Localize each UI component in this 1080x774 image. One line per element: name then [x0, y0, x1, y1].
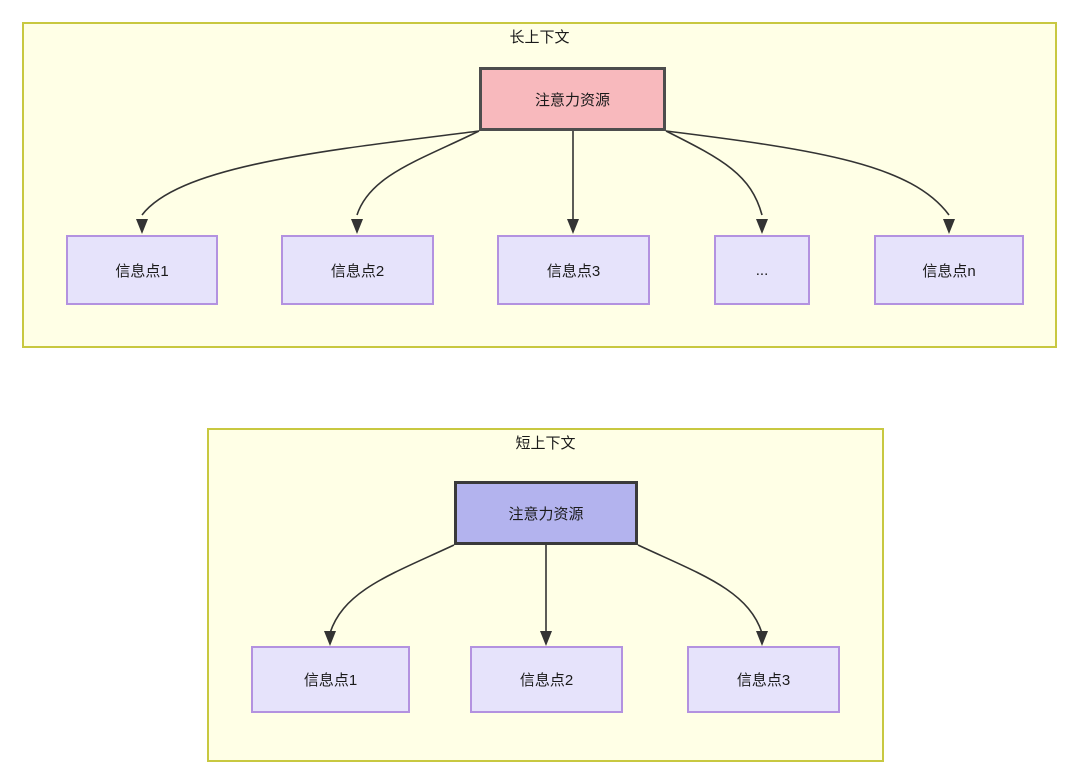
long-context-info-label-2: 信息点2 — [330, 262, 385, 280]
short-context-attention-label: 注意力资源 — [508, 505, 584, 523]
short-context-info-label-1: 信息点1 — [303, 672, 358, 689]
long-context-info-node-3[interactable]: 信息点3 — [497, 235, 650, 305]
long-context-info-label-ellipsis: ... — [755, 261, 769, 279]
long-context-title: 长上下文 — [509, 29, 570, 46]
long-context-info-node-2[interactable]: 信息点2 — [281, 235, 434, 305]
long-context-attention-label: 注意力资源 — [534, 91, 610, 109]
long-context-info-label-n: 信息点n — [922, 262, 976, 280]
long-context-info-node-1[interactable]: 信息点1 — [66, 235, 218, 305]
short-context-info-label-3: 信息点3 — [736, 672, 791, 689]
long-context-info-label-3: 信息点3 — [546, 262, 601, 280]
short-context-info-node-2[interactable]: 信息点2 — [470, 646, 623, 713]
short-context-attention-node[interactable]: 注意力资源 — [454, 481, 638, 545]
short-context-title: 短上下文 — [515, 435, 576, 452]
short-context-info-node-3[interactable]: 信息点3 — [687, 646, 840, 713]
short-context-info-label-2: 信息点2 — [519, 672, 574, 689]
long-context-info-node-ellipsis[interactable]: ... — [714, 235, 810, 305]
long-context-info-label-1: 信息点1 — [115, 262, 169, 280]
long-context-info-node-n[interactable]: 信息点n — [874, 235, 1024, 305]
short-context-info-node-1[interactable]: 信息点1 — [251, 646, 410, 713]
long-context-attention-node[interactable]: 注意力资源 — [479, 67, 666, 131]
